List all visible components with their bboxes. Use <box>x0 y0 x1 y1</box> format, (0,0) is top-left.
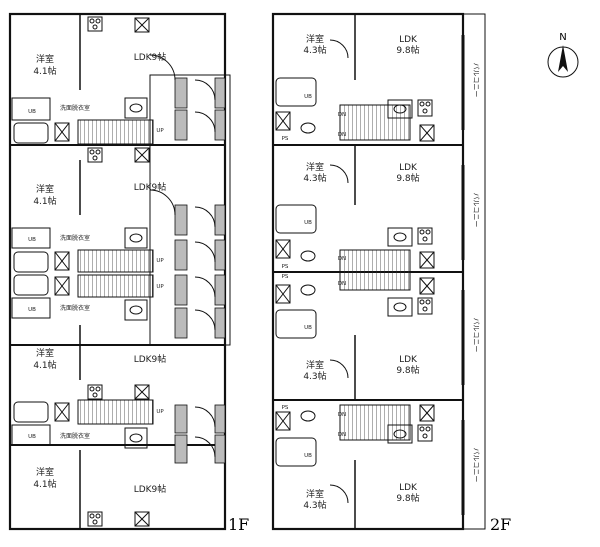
up-label: UP <box>156 128 164 134</box>
bedroom-size: 4.3帖 <box>303 44 326 56</box>
up-label: UP <box>156 284 164 290</box>
first-floor-unit-2: 洋室 4.1帖 LDK9帖 洗面脱衣室 <box>33 181 166 242</box>
bedroom-label: 洋室 <box>306 161 324 173</box>
ub-label: UB <box>28 434 36 440</box>
balcony-label: バルコニー <box>472 193 480 228</box>
dn-label: DN <box>338 432 346 438</box>
ldk-size: 9.8帖 <box>396 364 419 376</box>
compass-north-label: N <box>559 32 566 43</box>
washroom-label: 洗面脱衣室 <box>60 104 90 112</box>
ps-label: PS <box>282 264 289 270</box>
dn-label: DN <box>338 112 346 118</box>
bedroom-size: 4.1帖 <box>33 359 56 371</box>
floor-label-2f: 2F <box>490 515 511 534</box>
ub-label: UB <box>304 94 312 100</box>
balcony-label: バルコニー <box>472 63 480 98</box>
dn-label: DN <box>338 281 346 287</box>
ldk-label: LDK <box>399 355 418 365</box>
second-floor-unit-1: 洋室 4.3帖 LDK 9.8帖 バルコニー <box>303 33 480 97</box>
dn-label: DN <box>338 412 346 418</box>
bedroom-label: 洋室 <box>36 53 54 65</box>
bedroom-size: 4.1帖 <box>33 195 56 207</box>
washroom-label: 洗面脱衣室 <box>60 234 90 242</box>
second-floor-unit-2: 洋室 4.3帖 LDK 9.8帖 バルコニー <box>303 161 480 227</box>
first-floor-unit-3: 洋室 4.1帖 LDK9帖 洗面脱衣室 <box>33 304 166 371</box>
first-floor-unit-4: 洋室 4.1帖 LDK9帖 洗面脱衣室 <box>33 432 166 495</box>
bedroom-label: 洋室 <box>306 488 324 500</box>
bedroom-label: 洋室 <box>36 347 54 359</box>
up-label: UP <box>156 258 164 264</box>
ub-label: UB <box>304 325 312 331</box>
bedroom-label: 洋室 <box>306 33 324 45</box>
second-floor-plan: 洋室 4.3帖 LDK 9.8帖 バルコニー 洋室 4.3帖 LDK 9.8帖 … <box>271 12 511 534</box>
ldk-label: LDK9帖 <box>134 51 167 63</box>
bedroom-size: 4.1帖 <box>33 65 56 77</box>
bedroom-size: 4.3帖 <box>303 499 326 511</box>
washroom-label: 洗面脱衣室 <box>60 432 90 440</box>
balcony-label: バルコニー <box>472 448 480 483</box>
ldk-size: 9.8帖 <box>396 492 419 504</box>
ps-label: PS <box>282 274 289 280</box>
up-label: UP <box>156 409 164 415</box>
ub-label: UB <box>28 109 36 115</box>
second-floor-unit-4: 洋室 4.3帖 LDK 9.8帖 バルコニー <box>303 448 480 511</box>
floor-label-1f: 1F <box>228 515 249 534</box>
bedroom-size: 4.3帖 <box>303 370 326 382</box>
ub-label: UB <box>28 307 36 313</box>
bedroom-size: 4.1帖 <box>33 478 56 490</box>
bedroom-label: 洋室 <box>36 183 54 195</box>
ub-label: UB <box>304 220 312 226</box>
ps-label: PS <box>282 136 289 142</box>
washroom-label: 洗面脱衣室 <box>60 304 90 312</box>
ldk-label: LDK9帖 <box>134 483 167 495</box>
ldk-label: LDK9帖 <box>134 353 167 365</box>
ps-label: PS <box>282 405 289 411</box>
ldk-size: 9.8帖 <box>396 44 419 56</box>
dn-label: DN <box>338 256 346 262</box>
ub-label: UB <box>304 453 312 459</box>
balcony-label: バルコニー <box>472 318 480 353</box>
ldk-label: LDK <box>399 163 418 173</box>
bedroom-label: 洋室 <box>306 359 324 371</box>
ldk-size: 9.8帖 <box>396 172 419 184</box>
ldk-label: LDK <box>399 483 418 493</box>
ldk-label: LDK <box>399 35 418 45</box>
first-floor-plan: 洋室 4.1帖 LDK9帖 洗面脱衣室 洋室 4.1帖 LDK9帖 洗面脱衣室 … <box>8 12 249 534</box>
second-floor-unit-3: 洋室 4.3帖 LDK 9.8帖 バルコニー <box>303 318 480 382</box>
ub-label: UB <box>28 237 36 243</box>
bedroom-size: 4.3帖 <box>303 172 326 184</box>
bedroom-label: 洋室 <box>36 466 54 478</box>
dn-label: DN <box>338 132 346 138</box>
first-floor-unit-1: 洋室 4.1帖 LDK9帖 洗面脱衣室 <box>33 51 166 112</box>
ldk-label: LDK9帖 <box>134 181 167 193</box>
north-compass: N <box>547 32 579 78</box>
